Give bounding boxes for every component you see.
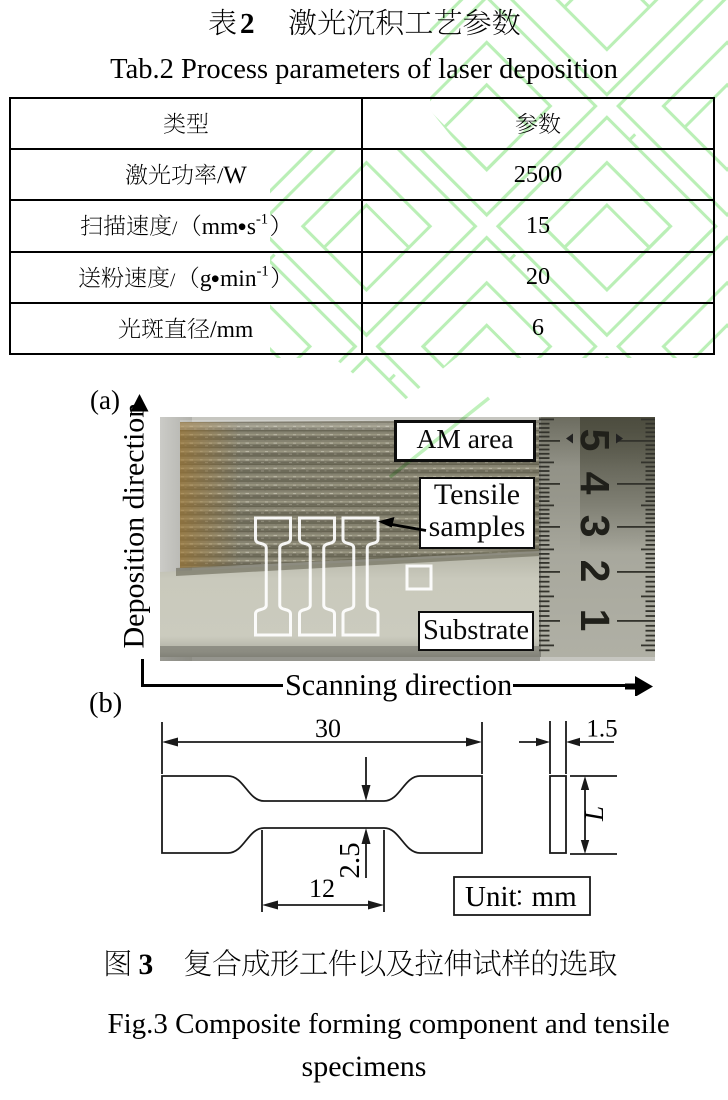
svg-text:12: 12 bbox=[309, 874, 335, 903]
svg-text:L: L bbox=[579, 806, 609, 822]
svg-text:3: 3 bbox=[572, 515, 618, 538]
svg-text:2: 2 bbox=[572, 560, 618, 583]
svg-text:Deposition direction: Deposition direction bbox=[118, 403, 151, 649]
svg-text:5: 5 bbox=[572, 429, 618, 452]
svg-text:1: 1 bbox=[572, 609, 618, 632]
svg-text:1.5: 1.5 bbox=[586, 716, 617, 743]
svg-text:2.5: 2.5 bbox=[334, 842, 366, 878]
svg-text:30: 30 bbox=[315, 714, 341, 743]
svg-text:4: 4 bbox=[572, 472, 618, 495]
